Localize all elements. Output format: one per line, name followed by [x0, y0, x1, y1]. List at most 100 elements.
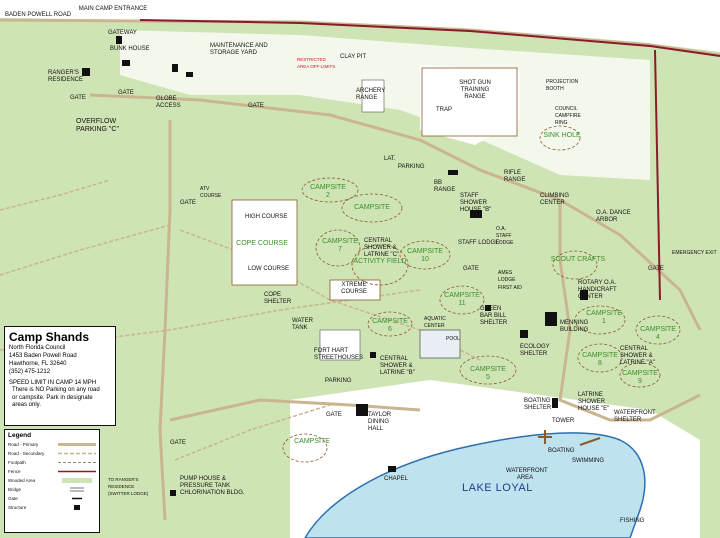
label-emergency-exit: EMERGENCY EXIT [672, 250, 717, 256]
campsite-outline-scout [552, 250, 598, 280]
label-maintenance: MAINTENANCE AND STORAGE YARD [210, 43, 268, 56]
label-menning-building: MENNING BUILDING [560, 320, 589, 333]
xtreme-course-area [329, 279, 381, 301]
label-gate-3: GATE [248, 103, 264, 109]
pool-area [419, 329, 461, 359]
legend-item: Footpath [8, 458, 96, 467]
structure-pump-house [170, 490, 176, 496]
label-water-tank: WATER TANK [292, 318, 313, 331]
label-gate-2: GATE [118, 90, 134, 96]
legend-item: Road - Secondary [8, 449, 96, 458]
campsite-outline-3 [341, 193, 403, 223]
label-cope-shelter: COPE SHELTER [264, 292, 292, 305]
label-green-bar-bill: GREEN BAR BILL SHELTER [480, 306, 508, 326]
label-xtreme-course: XTREME COURSE [341, 282, 367, 295]
label-boating: BOATING [548, 448, 575, 454]
label-trap: TRAP [436, 107, 453, 113]
structure-bunk-house [122, 60, 130, 66]
structure-taylor-dining [356, 404, 368, 416]
legend-item: Wooded Area [8, 476, 96, 485]
legend-item: Bridge [8, 485, 96, 494]
cope-course-area [231, 199, 298, 286]
label-fort-hart: FORT HART STREETHOUSES [314, 348, 364, 361]
structure-staff-lodge [470, 210, 482, 218]
archery-range-area [361, 79, 385, 113]
label-activity-field: ACTIVITY FIELD [353, 258, 407, 265]
label-ecology-shelter: ECOLOGY SHELTER [520, 344, 550, 357]
label-pool: POOL [446, 336, 460, 342]
legend-item: Structure [8, 503, 96, 512]
fort-hart-area [319, 329, 361, 361]
notice-line-2: or campsite. Park in designate [12, 394, 93, 401]
campsite-outline-8 [577, 343, 623, 373]
label-gate-5: GATE [648, 266, 664, 272]
label-baden-powell-road: BADEN POWELL ROAD [5, 12, 72, 18]
campsite-outline-10 [399, 240, 451, 270]
label-swimming: SWIMMING [572, 458, 604, 464]
campsite-outline-9 [619, 362, 661, 388]
label-overflow-parking: OVERFLOW PARKING "C" [76, 118, 119, 133]
label-parking-2: PARKING [325, 378, 352, 384]
campsite-outline-3e [635, 315, 681, 345]
label-oa-staff-lodge: O.A. STAFF LODGE [496, 226, 514, 246]
structure-rotary [580, 290, 588, 300]
label-gate-6: GATE [463, 266, 479, 272]
dock-swimming [579, 437, 601, 446]
structure-bb-range [448, 170, 458, 175]
label-sink-hole: SINK HOLE [543, 132, 581, 139]
campsite-outline-4 [574, 305, 626, 335]
label-lake-loyal: LAKE LOYAL [462, 482, 533, 494]
structure-boating [552, 398, 558, 408]
label-low-course: LOW COURSE [248, 266, 290, 272]
structure-chapel [388, 466, 396, 472]
label-oa-dance-arbor: O.A. DANCE ARBOR [596, 210, 631, 223]
label-council-campfire: COUNCIL CAMPFIRE RING [555, 106, 581, 126]
structure-maint-2 [186, 72, 193, 77]
legend: Legend Road - Primary Road - Secondary F… [4, 429, 100, 533]
structure-icon [74, 505, 80, 510]
label-rangers-residence: RANGER'S RESIDENCE [48, 70, 84, 83]
speed-limit: SPEED LIMIT IN CAMP 14 MPH [9, 380, 97, 386]
label-first-aid: FIRST AID [498, 285, 522, 291]
structure-menning [545, 312, 557, 326]
label-atv-course: ATV COURSE [200, 186, 222, 199]
road-tenderfoot [0, 179, 111, 211]
label-gate-4: GATE [180, 200, 196, 206]
lake-loyal [304, 432, 646, 538]
label-rangers-res-2: To Ranger's Residence (Switter Lodge) [108, 477, 149, 496]
label-climbing-center: CLIMBING CENTER [540, 193, 570, 206]
road-wood-badge [174, 404, 331, 461]
campsite-outline-11 [439, 285, 485, 315]
wooded-area-icon [62, 478, 92, 483]
label-boating-shelter: BOATING SHELTER [524, 398, 552, 411]
label-chapel: CHAPEL [384, 476, 409, 482]
structure-ranger [82, 68, 90, 76]
shotgun-range-area [421, 67, 518, 137]
phone-number: (352) 475-1212 [9, 369, 51, 375]
label-globe-access: GLOBE ACCESS [156, 96, 181, 109]
legend-title: Legend [8, 432, 32, 439]
label-projection-booth: PROJECTION BOOTH [546, 79, 579, 92]
road-secondary-icon [58, 452, 96, 455]
campsite-outline-5 [459, 355, 517, 385]
label-gate-1: GATE [70, 95, 86, 101]
city-address: Hawthorne, FL 32640 [9, 361, 67, 367]
structure-central-b [370, 352, 376, 358]
road-main-south [158, 120, 172, 521]
label-pump-house: PUMP HOUSE & PRESSURE TANK CHLORINATION … [180, 476, 245, 496]
notice-line-3: areas only. [12, 402, 41, 408]
fence-east [654, 49, 661, 301]
label-lat-1: LAT. [384, 156, 396, 162]
label-tower: TOWER [552, 418, 575, 424]
label-central-shower-c: CENTRAL SHOWER & LATRINE "C" [364, 238, 400, 258]
road-ordeal [0, 224, 171, 276]
campsite-davis: CAMPSITE [294, 438, 330, 445]
gate-icon [72, 497, 82, 500]
campsite-outline-activity [351, 244, 409, 286]
